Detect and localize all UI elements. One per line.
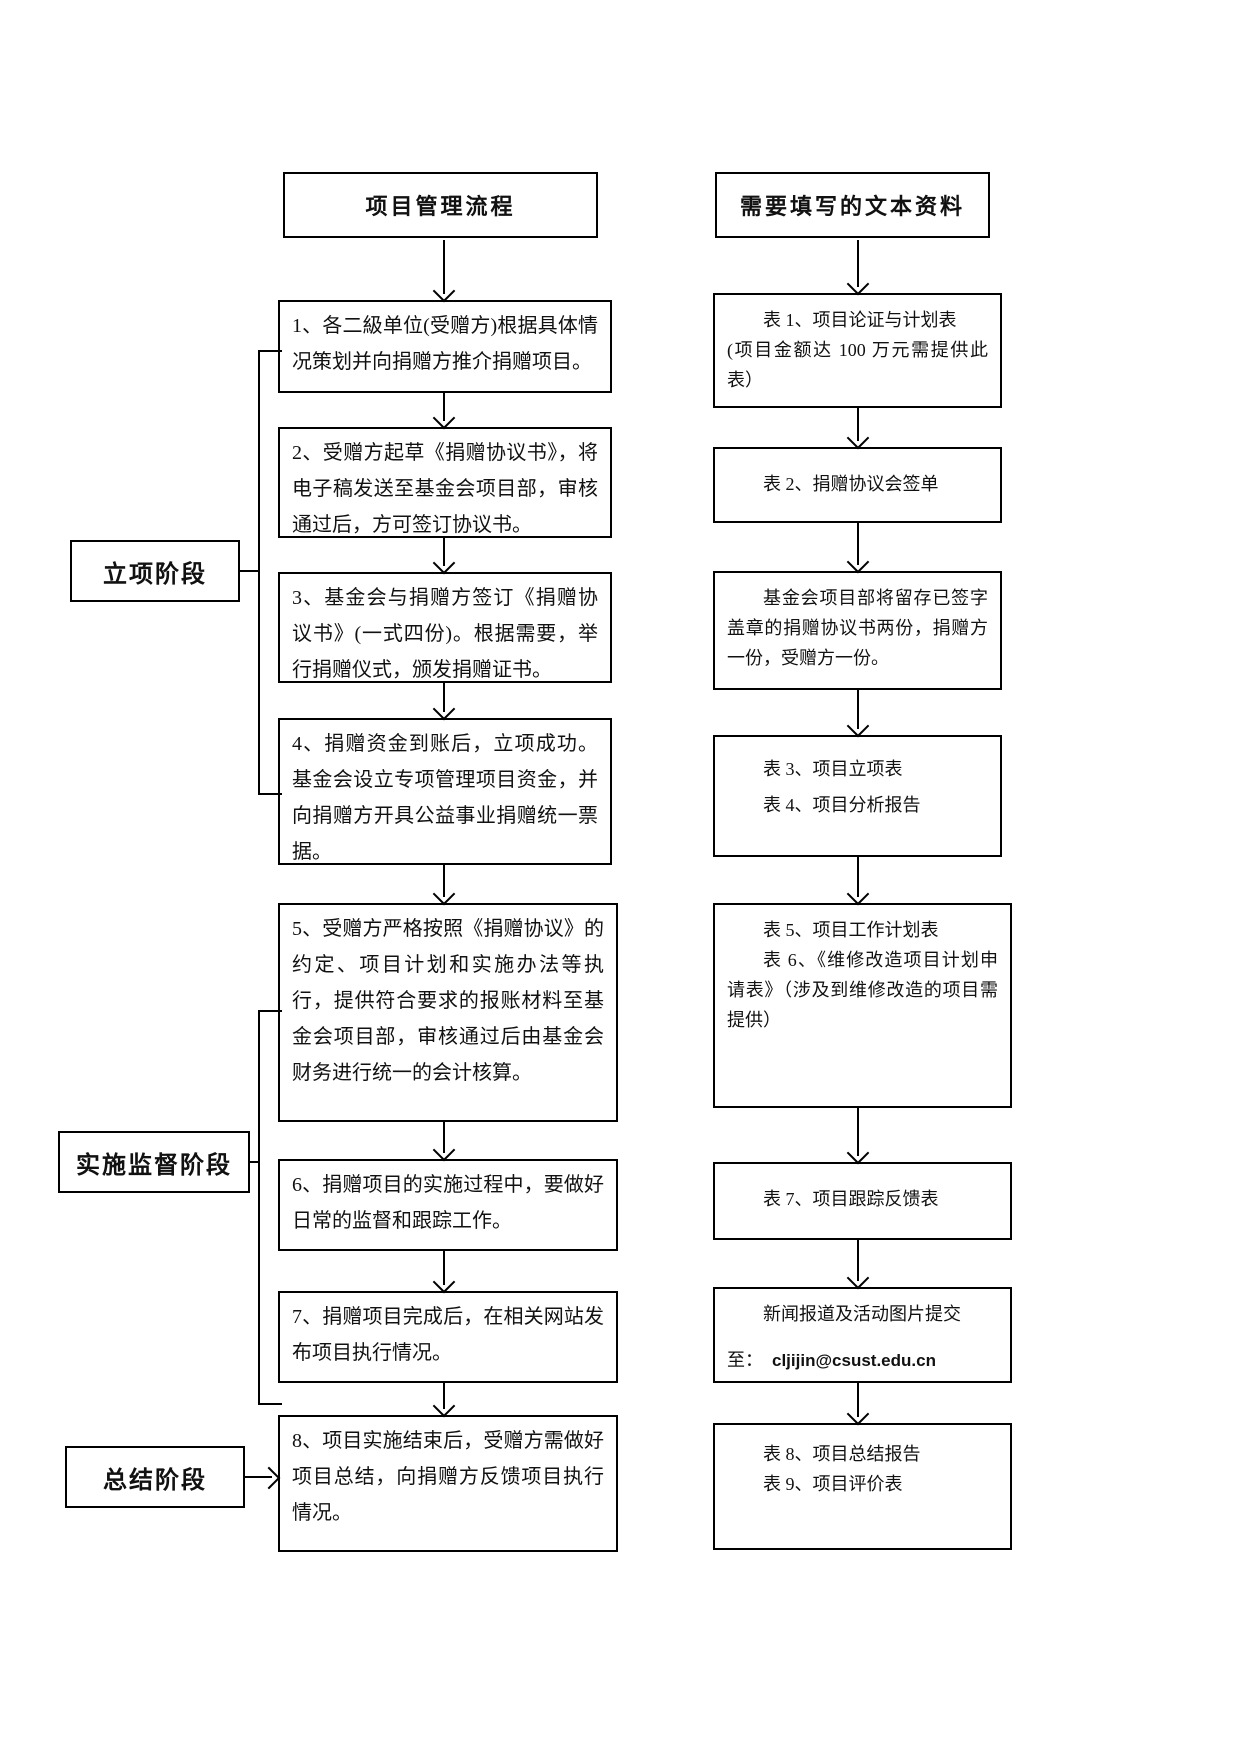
doc-5-line-2: 表 6、《维修改造项目计划申请表》（涉及到维修改造的项目需提供） <box>727 950 998 1030</box>
stage-supervision-text: 实施监督阶段 <box>76 1152 232 1179</box>
doc-box-4: 表 3、项目立项表 表 4、项目分析报告 <box>713 735 1002 857</box>
bracket-initiation-bottom-stub <box>258 793 282 795</box>
step-box-6: 6、捐赠项目的实施过程中，要做好日常的监督和跟踪工作。 <box>278 1159 618 1251</box>
step-box-2: 2、受赠方起草《捐赠协议书》，将电子稿发送至基金会项目部，审核通过后，方可签订协… <box>278 427 612 538</box>
flow-arrow-icon <box>846 1240 870 1290</box>
flow-arrow-icon <box>432 1251 456 1294</box>
doc-6-text: 表 7、项目跟踪反馈表 <box>763 1189 939 1209</box>
flow-arrow-icon <box>432 1122 456 1162</box>
left-title-text: 项目管理流程 <box>365 194 516 219</box>
step-4-text: 4、捐赠资金到账后，立项成功。基金会设立专项管理项目资金，并向捐赠方开具公益事业… <box>292 733 598 863</box>
step-box-5: 5、受赠方严格按照《捐赠协议》的约定、项目计划和实施办法等执行，提供符合要求的报… <box>278 903 618 1122</box>
bracket-supervision-bottom-stub <box>258 1403 282 1405</box>
step-5-text: 5、受赠方严格按照《捐赠协议》的约定、项目计划和实施办法等执行，提供符合要求的报… <box>292 918 604 1084</box>
step-8-text: 8、项目实施结束后，受赠方需做好项目总结，向捐赠方反馈项目执行情况。 <box>292 1430 604 1524</box>
flow-arrow-icon <box>846 1383 870 1426</box>
flow-arrow-icon <box>846 690 870 738</box>
connector-initiation <box>240 570 260 572</box>
flow-arrow-icon <box>432 538 456 575</box>
flow-arrow-icon <box>846 240 870 296</box>
doc-1-line-1: 表 1、项目论证与计划表 <box>763 310 957 330</box>
step-2-text: 2、受赠方起草《捐赠协议书》，将电子稿发送至基金会项目部，审核通过后，方可签订协… <box>292 442 598 536</box>
stage-label-initiation: 立项阶段 <box>70 540 240 602</box>
doc-8-line-2: 表 9、项目评价表 <box>763 1474 903 1494</box>
doc-7-line-1: 新闻报道及活动图片提交 <box>763 1304 961 1324</box>
left-column-title: 项目管理流程 <box>283 172 598 238</box>
step-box-7: 7、捐赠项目完成后，在相关网站发布项目执行情况。 <box>278 1291 618 1383</box>
doc-5-line-1: 表 5、项目工作计划表 <box>763 920 939 940</box>
doc-box-2: 表 2、捐赠协议会签单 <box>713 447 1002 523</box>
doc-4-line-1: 表 3、项目立项表 <box>763 759 903 779</box>
step-1-text: 1、各二級单位(受赠方)根据具体情况策划并向捐赠方推介捐赠项目。 <box>292 315 598 373</box>
doc-box-3: 基金会项目部将留存已签字盖章的捐赠协议书两份，捐赠方一份，受赠方一份。 <box>713 571 1002 690</box>
bracket-supervision <box>258 1010 260 1405</box>
doc-box-7: 新闻报道及活动图片提交 至： cljijin@csust.edu.cn <box>713 1287 1012 1383</box>
doc-8-line-1: 表 8、项目总结报告 <box>763 1444 921 1464</box>
doc-3-text: 基金会项目部将留存已签字盖章的捐赠协议书两份，捐赠方一份，受赠方一份。 <box>727 588 988 668</box>
doc-4-line-2: 表 4、项目分析报告 <box>763 795 921 815</box>
bracket-initiation <box>258 350 260 795</box>
doc-box-5: 表 5、项目工作计划表 表 6、《维修改造项目计划申请表》（涉及到维修改造的项目… <box>713 903 1012 1108</box>
step-box-3: 3、基金会与捐赠方签订《捐赠协议书》(一式四份)。根据需要，举行捐赠仪式，颁发捐… <box>278 572 612 683</box>
stage-label-summary: 总结阶段 <box>65 1446 245 1508</box>
flow-arrow-icon <box>432 240 456 303</box>
flow-arrow-icon <box>432 865 456 906</box>
step-6-text: 6、捐赠项目的实施过程中，要做好日常的监督和跟踪工作。 <box>292 1174 604 1232</box>
doc-7-line-2: 至： cljijin@csust.edu.cn <box>727 1345 998 1376</box>
doc-2-text: 表 2、捐赠协议会签单 <box>763 474 939 494</box>
stage-label-supervision: 实施监督阶段 <box>58 1131 250 1193</box>
right-column-title: 需要填写的文本资料 <box>715 172 990 238</box>
step-box-4: 4、捐赠资金到账后，立项成功。基金会设立专项管理项目资金，并向捐赠方开具公益事业… <box>278 718 612 865</box>
flow-arrow-icon <box>846 523 870 574</box>
stage-summary-text: 总结阶段 <box>103 1467 207 1494</box>
doc-7-email: cljijin@csust.edu.cn <box>772 1351 936 1370</box>
step-box-1: 1、各二級单位(受赠方)根据具体情况策划并向捐赠方推介捐赠项目。 <box>278 300 612 393</box>
doc-box-8: 表 8、项目总结报告 表 9、项目评价表 <box>713 1423 1012 1550</box>
flow-arrow-right-icon <box>245 1466 281 1490</box>
bracket-initiation-top-stub <box>258 350 282 352</box>
flow-arrow-icon <box>432 1383 456 1418</box>
stage-initiation-text: 立项阶段 <box>103 561 207 588</box>
flow-arrow-icon <box>846 408 870 450</box>
flow-arrow-icon <box>846 1108 870 1165</box>
right-title-text: 需要填写的文本资料 <box>739 194 965 219</box>
bracket-supervision-top-stub <box>258 1010 282 1012</box>
doc-7-prefix: 至： <box>727 1350 763 1370</box>
step-7-text: 7、捐赠项目完成后，在相关网站发布项目执行情况。 <box>292 1306 604 1364</box>
doc-box-6: 表 7、项目跟踪反馈表 <box>713 1162 1012 1240</box>
step-3-text: 3、基金会与捐赠方签订《捐赠协议书》(一式四份)。根据需要，举行捐赠仪式，颁发捐… <box>292 587 598 681</box>
connector-supervision <box>250 1161 260 1163</box>
doc-1-line-2: (项目金额达 100 万元需提供此表） <box>727 340 988 390</box>
step-box-8: 8、项目实施结束后，受赠方需做好项目总结，向捐赠方反馈项目执行情况。 <box>278 1415 618 1552</box>
flow-arrow-icon <box>432 683 456 721</box>
doc-box-1: 表 1、项目论证与计划表 (项目金额达 100 万元需提供此表） <box>713 293 1002 408</box>
flow-arrow-icon <box>432 393 456 430</box>
flow-arrow-icon <box>846 857 870 906</box>
